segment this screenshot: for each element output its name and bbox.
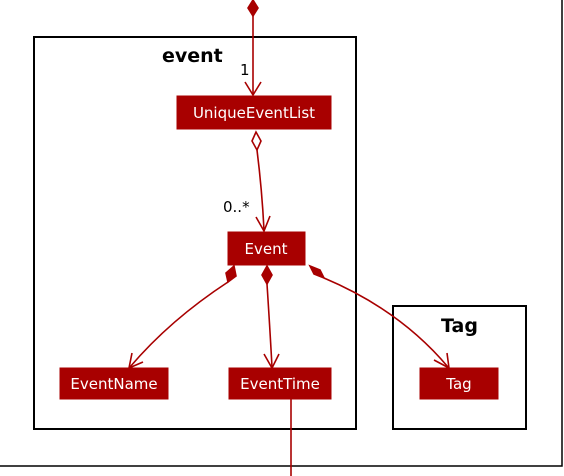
arrowhead-uniqueeventlist	[244, 81, 262, 97]
class-eventname: EventName	[59, 367, 169, 400]
arrowhead-event	[255, 215, 271, 233]
class-event-box	[227, 231, 306, 266]
class-tag-box	[419, 367, 499, 400]
class-eventname-label: EventName	[70, 375, 157, 393]
multiplicity-uniqueeventlist: 1	[240, 61, 250, 79]
edge-event-to-tag	[323, 277, 449, 368]
class-eventtime-box	[228, 367, 332, 400]
edges	[127, 0, 450, 476]
edge-event-to-eventtime	[266, 283, 273, 368]
class-eventname-box	[59, 367, 169, 400]
composition-diamond-top	[247, 0, 259, 18]
class-event: Event	[227, 231, 306, 266]
class-tag: Tag	[419, 367, 499, 400]
outer-frame	[0, 0, 563, 467]
package-event-label: event	[162, 45, 223, 67]
package-tag-label: Tag	[441, 315, 478, 337]
class-eventtime-label: EventTime	[240, 375, 320, 393]
class-event-label: Event	[245, 240, 288, 258]
class-tag-label: Tag	[445, 375, 471, 393]
class-uniqueeventlist-label: UniqueEventList	[193, 104, 315, 122]
class-uniqueeventlist-box	[176, 95, 332, 130]
class-eventtime: EventTime	[228, 367, 332, 400]
multiplicity-event: 0..*	[223, 198, 250, 216]
edge-uniqueeventlist-to-event	[256, 149, 265, 231]
edge-event-to-eventname	[129, 281, 229, 368]
class-uniqueeventlist: UniqueEventList	[176, 95, 332, 130]
